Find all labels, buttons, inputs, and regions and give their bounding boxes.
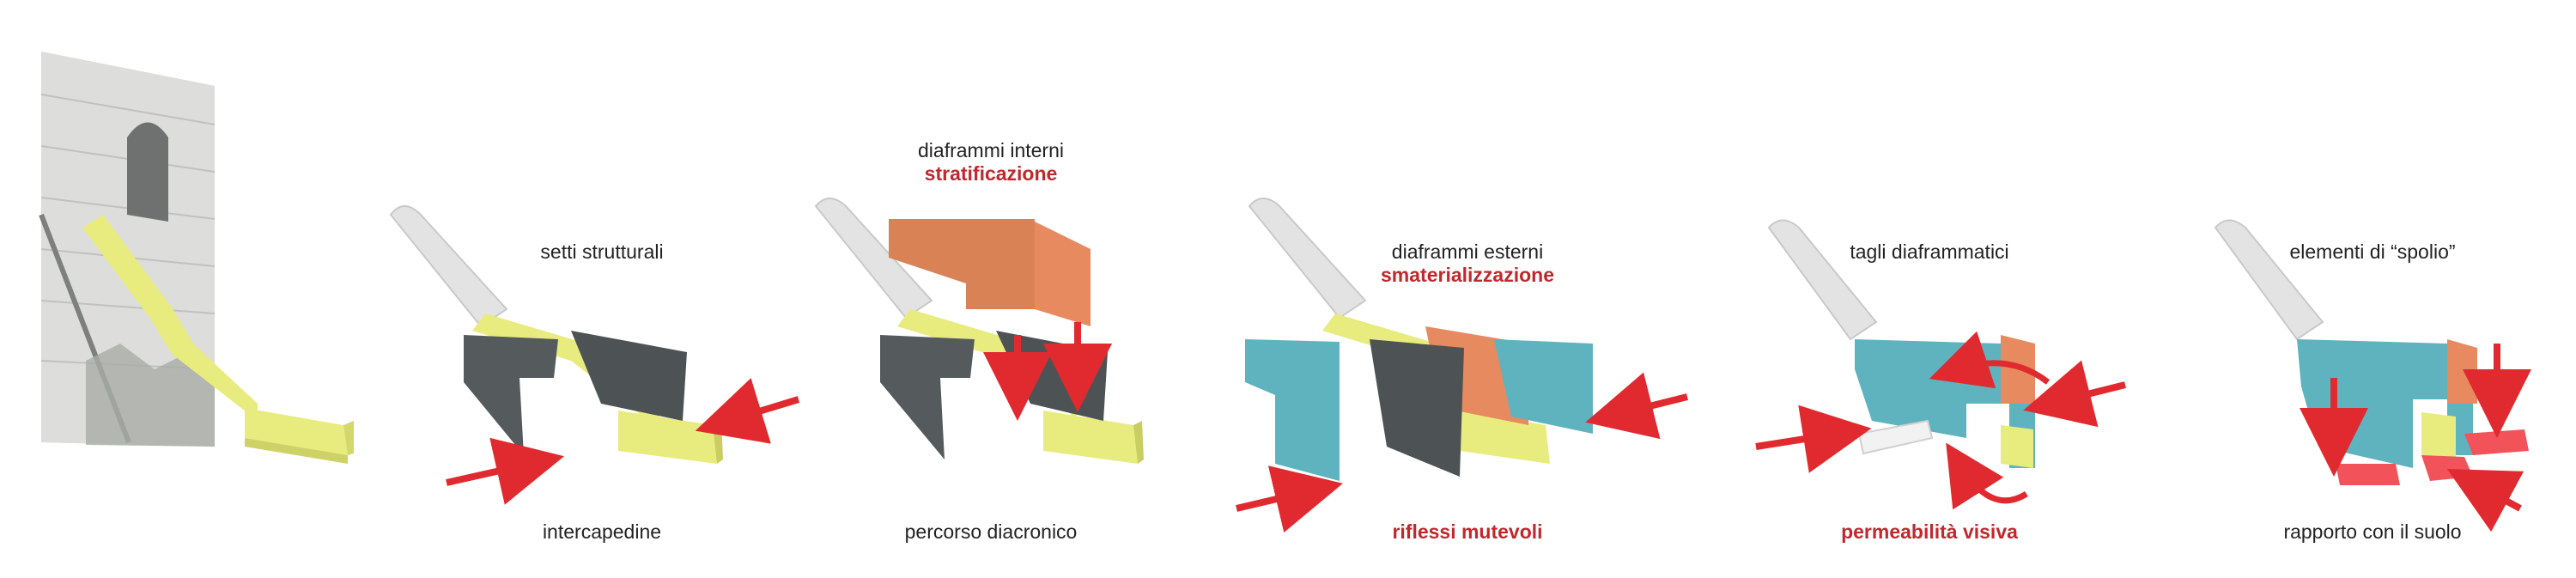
red-arrow (446, 437, 565, 505)
spolio-fragment (2336, 464, 2400, 485)
red-arrow (1755, 405, 1872, 473)
curved-red-arrow (1946, 442, 2028, 510)
panel-setti-strutturali (389, 205, 800, 505)
label-bottom-permeabilita: permeabilità visiva (1841, 520, 2018, 543)
red-arrow (1236, 465, 1343, 533)
inner-diaphragm (889, 219, 1035, 309)
panel-diaframmi-interni (814, 198, 1144, 464)
label-bottom-percorso: percorso diacronico (904, 520, 1078, 543)
red-arrow (2446, 468, 2524, 532)
red-arrow (1585, 372, 1688, 440)
label-bottom-rapporto: rapporto con il suolo (2283, 520, 2462, 543)
panel-elementi-spolio (2214, 219, 2531, 532)
panel-diaframmi-esterni (1236, 198, 1688, 533)
label-top-diaframmi-esterni: diaframmi esterni smaterializzazione (1381, 240, 1554, 286)
red-arrow (695, 378, 800, 444)
outer-diaphragm-right (1494, 339, 1593, 434)
label-top-tagli: tagli diaframmatici (1850, 240, 2009, 263)
label-top-diaframmi-interni: diaframmi interni stratificazione (918, 139, 1064, 185)
arch-window (127, 122, 168, 222)
label-bottom-riflessi: riflessi mutevoli (1392, 520, 1543, 543)
label-bottom-intercapedine: intercapedine (542, 520, 662, 543)
label-top-spolio: elementi di “spolio” (2289, 240, 2456, 263)
red-arrow (2023, 360, 2126, 428)
curved-red-arrow (1929, 331, 2050, 389)
outer-diaphragm-left (1245, 339, 1340, 481)
spolio-fragment (2421, 455, 2473, 481)
panel-tagli-diaframmatici (1755, 219, 2126, 510)
label-top-setti: setti strutturali (540, 240, 664, 263)
spolio-fragment (2464, 429, 2529, 455)
structural-wall-right (571, 331, 687, 421)
structural-wall-left (464, 335, 558, 455)
photo-context-panel (39, 52, 354, 464)
